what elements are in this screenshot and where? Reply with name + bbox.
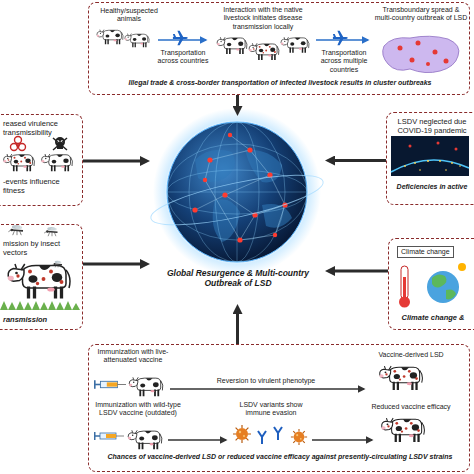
panel-label: Reduced vaccine efficacy (361, 403, 461, 411)
mosquito-icon (8, 225, 23, 235)
virus-icon (233, 425, 251, 443)
panel-label: -events influence fitness (3, 177, 75, 195)
factor-panel: Immunization with live-attenuated vaccin… (88, 344, 470, 472)
cow-figure (97, 30, 123, 45)
inset-label-box: Climate change (397, 246, 454, 258)
flow-arrow (332, 159, 386, 162)
outbreak-dots (192, 133, 287, 243)
panel-caption: ransmission (3, 315, 75, 324)
factor-panel: Climate changeClimate change & (388, 238, 474, 330)
infected-cow-figure (381, 418, 424, 442)
arrow-label: Transportation across countries (151, 49, 215, 66)
panel-caption: Illegal trade & cross-border transportat… (91, 79, 469, 87)
infected-cow-figure (3, 154, 34, 171)
arrow-label: Transportation across multiple countries (314, 49, 374, 74)
process-arrow (168, 439, 226, 441)
flow-arrow (236, 95, 239, 109)
region-map (383, 36, 459, 72)
earth-horizon (391, 160, 469, 172)
red-spots (409, 142, 458, 151)
diagram-heading: Global Resurgence & Multi-country Outbre… (157, 268, 319, 288)
outbreak-globe: Global Resurgence & Multi-country Outbre… (150, 116, 325, 304)
flow-arrow (83, 263, 143, 266)
globe-grid (167, 122, 307, 262)
mosquito-icon (52, 261, 62, 268)
globe (167, 122, 307, 262)
flow-arrow (236, 311, 239, 344)
factor-panel: reased virulence transmissibility -events… (0, 114, 83, 206)
arrow-label: Reversion to virulent phenotype (206, 377, 326, 385)
cow-figure (128, 430, 162, 449)
mosquito-icon (44, 227, 57, 236)
earth-land (432, 274, 456, 299)
infected-cow-figure (249, 43, 279, 60)
factor-panel: LSDV neglected due COVID-19 pandemicDefi… (386, 112, 474, 205)
factor-panel: Healthy/suspected animalsTransportation … (88, 2, 470, 95)
panel-label: LSDV neglected due COVID-19 pandemic (392, 117, 472, 135)
factor-panel: mission by insect vectors ransmission (0, 224, 83, 330)
antibody-icon (274, 427, 282, 440)
antibody-icon (258, 431, 266, 444)
panel-label: Transboundary spread & multi-country out… (374, 6, 468, 23)
panel-caption: Deficiencies in active (391, 183, 473, 191)
panel-label: Immunization with live-attenuated vaccin… (93, 348, 173, 365)
panel-label: Interaction with the native livestock in… (211, 6, 315, 31)
panel-label: Vaccine-derived LSD (361, 351, 461, 359)
panel-label: reased virulence transmissibility (3, 119, 75, 137)
reversion-arrow (170, 388, 364, 390)
infected-cow-figure (8, 264, 70, 299)
cow-figure (129, 377, 163, 396)
process-arrow (312, 439, 372, 441)
skull-symbol (53, 137, 67, 150)
cow-figure (281, 37, 309, 53)
earth-icon (427, 271, 459, 303)
sun-icon (458, 263, 466, 271)
night-earth-image (391, 136, 469, 176)
syringe-icon (94, 432, 124, 440)
inset-label: Climate change (401, 248, 450, 256)
grass (0, 301, 80, 310)
panel-label: Healthy/suspected animals (94, 7, 164, 24)
cow-figure (125, 34, 150, 48)
panel-label: mission by insect vectors (3, 239, 75, 257)
globe-network (195, 135, 285, 240)
panel-label: Immunization with wild-type LSDV vaccine… (93, 401, 183, 418)
syringe-icon (94, 380, 126, 389)
city-lights (404, 160, 461, 171)
globe-halo (153, 108, 321, 276)
airplane-icon (173, 31, 188, 45)
panel-caption: Chances of vaccine-derived LSD or reduce… (93, 453, 467, 461)
thermometer-bulb (399, 297, 410, 308)
virus-icon (291, 429, 307, 445)
infected-cow-figure (379, 366, 422, 390)
airplane-icon (333, 31, 348, 45)
panel-label: LSDV variants show immune evasion (229, 401, 313, 418)
globe-orbit (147, 165, 326, 235)
flow-arrow (83, 160, 143, 163)
panel-caption: Climate change & (393, 313, 473, 322)
biohazard-symbol (11, 137, 26, 151)
cow-figure (41, 154, 72, 171)
outbreak-pins (398, 41, 449, 67)
flow-arrow (332, 270, 388, 273)
cow-figure (217, 37, 247, 54)
